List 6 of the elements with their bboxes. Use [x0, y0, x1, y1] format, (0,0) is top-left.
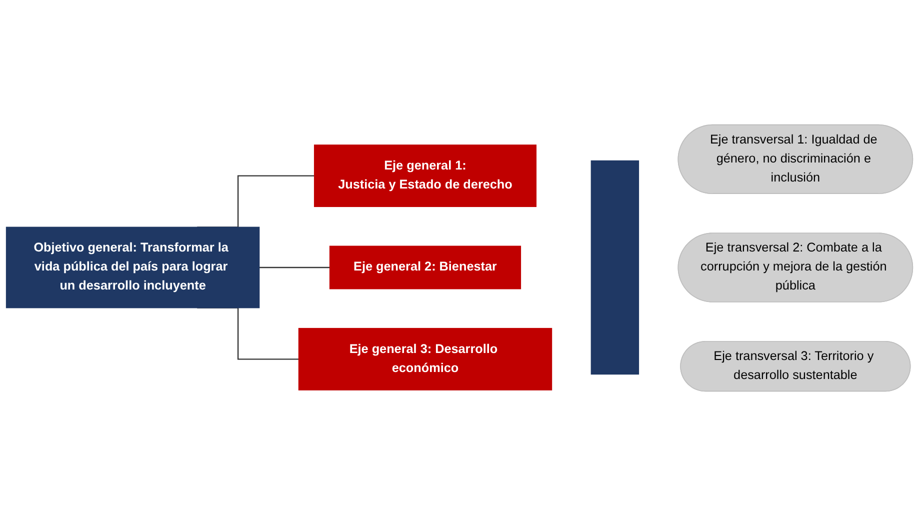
node-box: Eje general 1: Justicia y Estado de derecho: [314, 144, 536, 208]
node-box: Eje general 3: Desarrollo económico: [298, 328, 552, 390]
node-arrow: [590, 160, 640, 375]
node-box: Objetivo general: Transformar la vida pública del país para lograr un desarrollo incluyente: [6, 226, 260, 308]
node-box: Eje general 2: Bienestar: [329, 246, 522, 290]
connector: [259, 266, 330, 268]
